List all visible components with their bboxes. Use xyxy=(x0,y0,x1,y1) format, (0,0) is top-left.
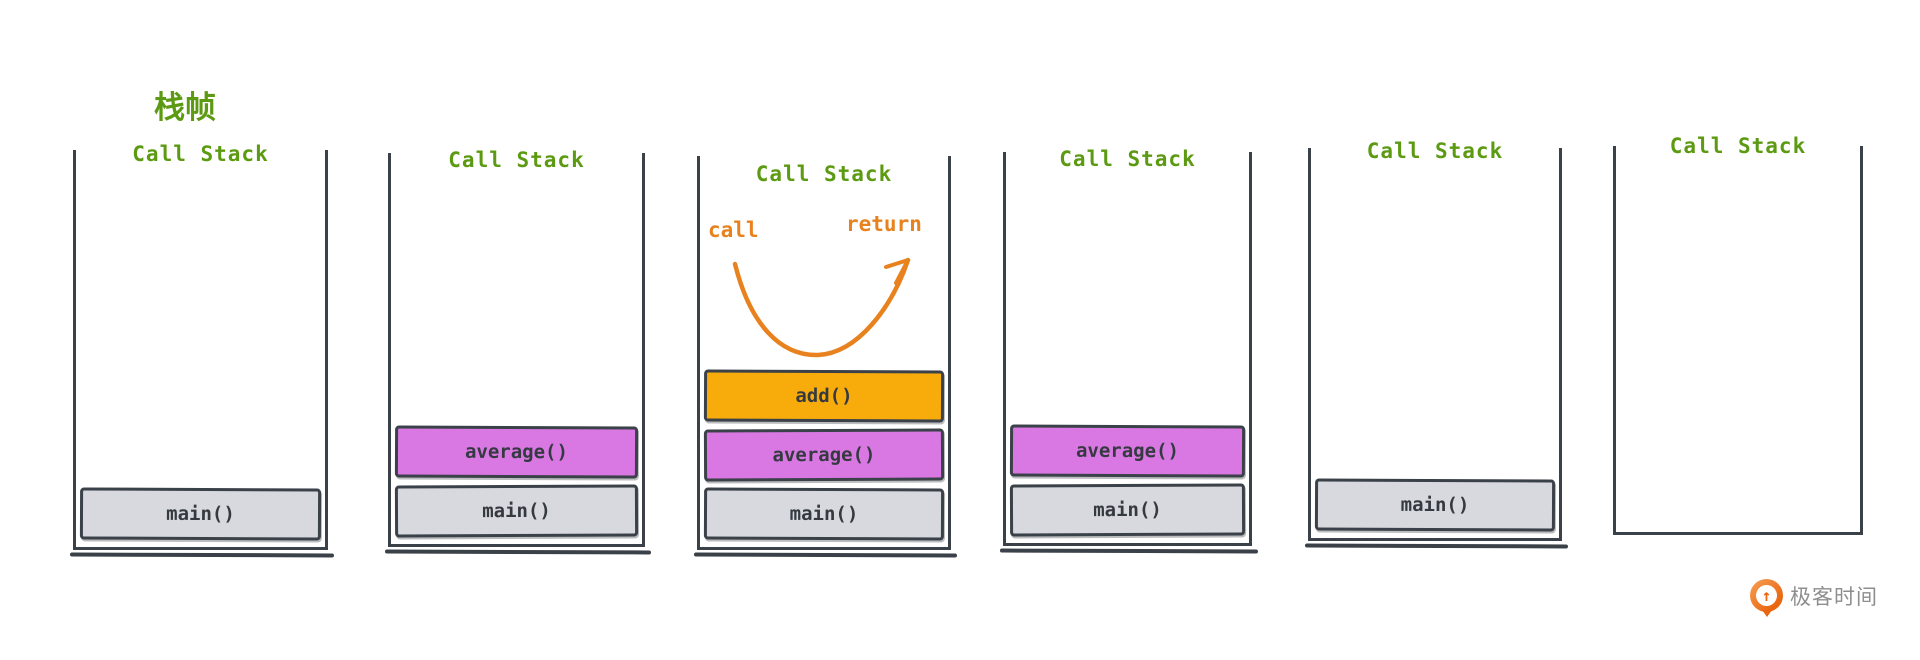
frame-main: main() xyxy=(1314,478,1556,532)
stack-frames: main() xyxy=(79,487,322,541)
frame-average: average() xyxy=(703,428,945,482)
frame-main: main() xyxy=(79,487,322,541)
stack-title: Call Stack xyxy=(132,142,269,166)
frame-label: main() xyxy=(1093,498,1162,522)
geektime-logo-text: 极客时间 xyxy=(1790,584,1878,609)
call-stack-1: Call Stack main() xyxy=(73,142,328,550)
stack-frames: average() main() xyxy=(1009,424,1246,537)
frame-label: main() xyxy=(166,502,235,526)
stack-title: Call Stack xyxy=(755,162,893,186)
stack-title: Call Stack xyxy=(1669,134,1807,158)
frame-add: add() xyxy=(703,369,945,423)
call-stack-3: Call Stack call return add() average() m… xyxy=(697,156,951,550)
call-label: call xyxy=(708,218,759,242)
frame-label: main() xyxy=(789,502,859,526)
frame-main: main() xyxy=(394,484,639,538)
return-label: return xyxy=(846,212,922,236)
stack-title: Call Stack xyxy=(1366,139,1504,163)
frame-label: main() xyxy=(482,499,551,523)
stack-frames: main() xyxy=(1314,478,1556,532)
up-arrow-icon: ↑ xyxy=(1761,585,1772,605)
frame-label: average() xyxy=(1075,439,1180,463)
call-stack-6: Call Stack xyxy=(1613,134,1863,535)
stack-title: Call Stack xyxy=(448,148,585,172)
frame-average: average() xyxy=(1009,424,1246,478)
call-stack-4: Call Stack average() main() xyxy=(1003,147,1252,546)
geektime-logo-icon: ↑ xyxy=(1750,579,1783,612)
frame-average: average() xyxy=(394,425,639,479)
page-title: 栈帧 xyxy=(154,90,216,126)
frame-label: add() xyxy=(795,384,853,408)
call-stack-2: Call Stack average() main() xyxy=(388,148,645,547)
frame-main: main() xyxy=(1009,483,1246,537)
frame-main: main() xyxy=(703,487,945,541)
geektime-brand: ↑ 极客时间 xyxy=(1750,579,1878,612)
frame-label: main() xyxy=(1400,493,1470,517)
stack-frames: average() main() xyxy=(394,425,639,538)
call-stack-5: Call Stack main() xyxy=(1308,139,1562,541)
stack-frames: add() average() main() xyxy=(703,369,945,541)
call-return-arrow-icon xyxy=(732,257,911,358)
frame-label: average() xyxy=(772,443,876,467)
stack-title: Call Stack xyxy=(1059,147,1196,171)
frame-label: average() xyxy=(464,440,569,464)
